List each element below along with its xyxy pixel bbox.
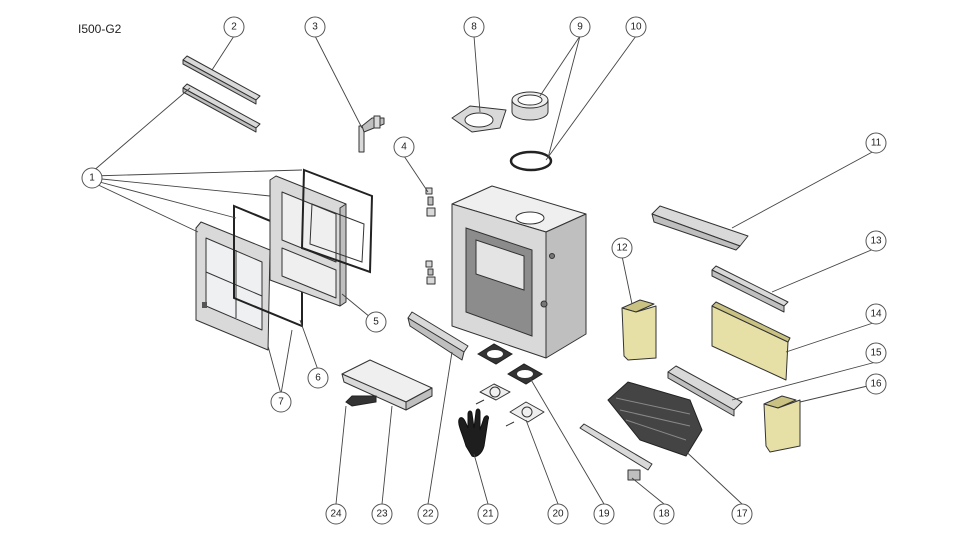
callout-19: 19 [593, 503, 615, 525]
part-door-glass [300, 168, 374, 274]
part-ashpan-tool [345, 395, 377, 407]
callout-14: 14 [865, 303, 887, 325]
svg-text:24: 24 [330, 509, 342, 520]
svg-text:11: 11 [871, 138, 882, 149]
model-label: I500-G2 [78, 22, 122, 36]
part-back-brick [711, 301, 791, 381]
leader-lines [91, 35, 877, 505]
part-grate [607, 381, 703, 457]
svg-text:15: 15 [870, 348, 882, 359]
svg-text:22: 22 [422, 509, 434, 520]
part-log-retainer [667, 365, 743, 417]
callout-11: 11 [865, 132, 887, 154]
callout-9: 9 [569, 16, 591, 38]
callout-1: 1 [81, 167, 103, 189]
svg-text:21: 21 [482, 509, 494, 520]
svg-text:5: 5 [373, 317, 379, 328]
svg-text:16: 16 [870, 379, 882, 390]
callout-20: 20 [547, 503, 569, 525]
svg-text:9: 9 [577, 22, 583, 33]
part-door-strips [182, 55, 261, 133]
svg-text:7: 7 [278, 397, 284, 408]
svg-text:14: 14 [870, 309, 882, 320]
callout-7: 7 [270, 391, 292, 413]
svg-text:12: 12 [616, 243, 628, 254]
part-hinge-bracket [358, 115, 385, 153]
part-baffle [651, 205, 749, 251]
callout-4: 4 [393, 136, 415, 158]
part-door-frame [269, 175, 347, 307]
svg-text:18: 18 [658, 509, 670, 520]
part-air-controls [475, 383, 545, 427]
callout-24: 24 [325, 503, 347, 525]
svg-text:3: 3 [312, 22, 318, 33]
svg-text:17: 17 [736, 509, 748, 520]
callout-6: 6 [307, 367, 329, 389]
callout-13: 13 [865, 230, 887, 252]
part-grate-bar [579, 423, 653, 481]
svg-text:8: 8 [471, 22, 477, 33]
callout-18: 18 [653, 503, 675, 525]
part-side-brick-right [763, 395, 801, 453]
svg-text:6: 6 [315, 373, 321, 384]
part-ashpan [341, 359, 433, 411]
part-flue-spigot [511, 91, 549, 121]
callout-16: 16 [865, 373, 887, 395]
callout-15: 15 [865, 342, 887, 364]
callout-17: 17 [731, 503, 753, 525]
callout-3: 3 [304, 16, 326, 38]
part-glove [458, 408, 489, 457]
part-air-plate-top [477, 343, 543, 385]
part-side-brick-left [621, 299, 657, 361]
callout-2: 2 [223, 16, 245, 38]
callout-8: 8 [463, 16, 485, 38]
svg-text:10: 10 [630, 22, 642, 33]
callout-22: 22 [417, 503, 439, 525]
svg-text:19: 19 [598, 509, 610, 520]
part-rail [711, 265, 789, 313]
callout-5: 5 [365, 311, 387, 333]
callout-21: 21 [477, 503, 499, 525]
svg-text:1: 1 [89, 173, 95, 184]
part-seal-ring [509, 150, 553, 172]
part-deflector [407, 311, 469, 361]
svg-text:13: 13 [870, 236, 882, 247]
part-fittings [425, 187, 436, 285]
svg-text:2: 2 [231, 22, 237, 33]
part-stove-body [451, 185, 587, 359]
callout-23: 23 [371, 503, 393, 525]
callout-12: 12 [611, 237, 633, 259]
svg-text:20: 20 [552, 509, 564, 520]
part-flue-plate [451, 105, 507, 133]
svg-text:23: 23 [376, 509, 388, 520]
callout-10: 10 [625, 16, 647, 38]
svg-text:4: 4 [401, 142, 407, 153]
